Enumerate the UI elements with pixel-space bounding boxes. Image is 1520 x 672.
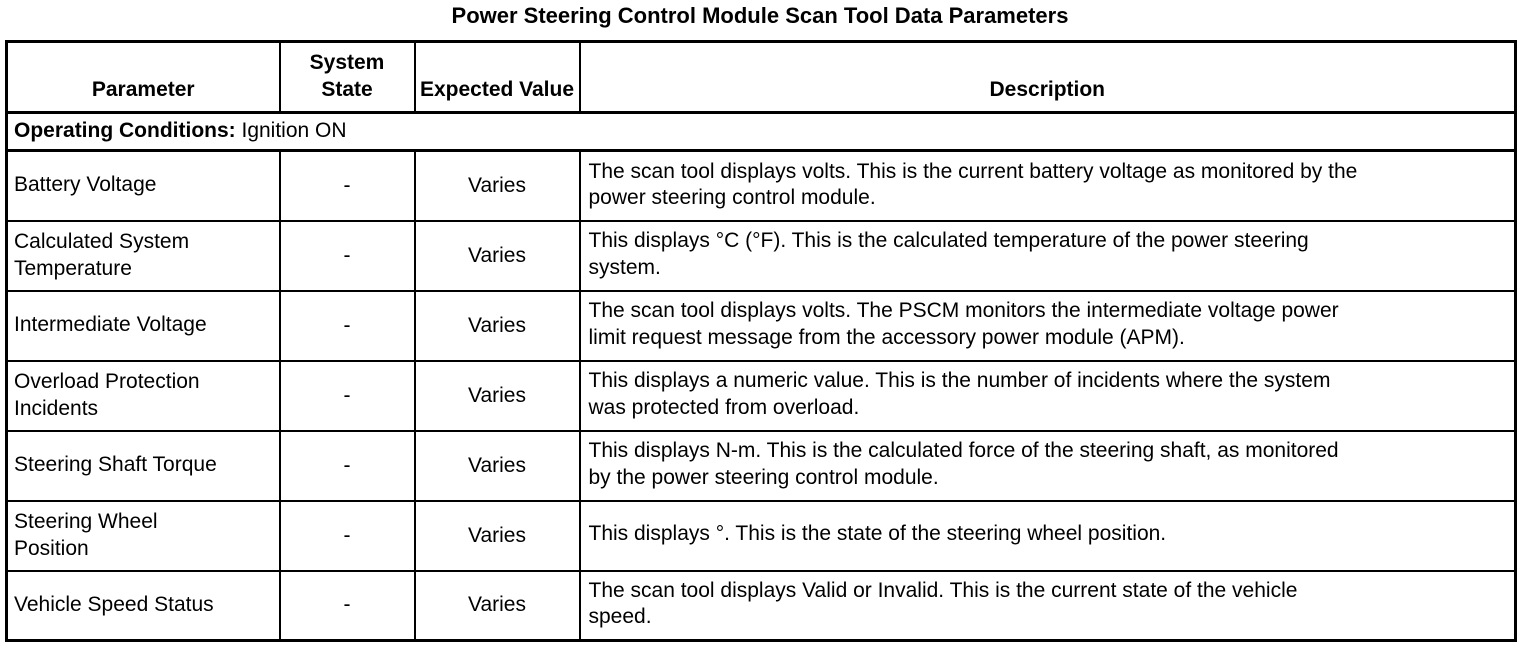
- expected-value-cell: Varies: [413, 219, 581, 292]
- description-cell: This displays N-m. This is the calculate…: [578, 429, 1517, 502]
- table-row: Vehicle Speed Status - Varies The scan t…: [5, 569, 1517, 642]
- parameter-cell: Intermediate Voltage: [5, 289, 281, 362]
- system-state-cell: -: [278, 149, 416, 222]
- system-state-cell: -: [278, 219, 416, 292]
- parameter-cell: Vehicle Speed Status: [5, 569, 281, 642]
- parameter-cell: Steering Shaft Torque: [5, 429, 281, 502]
- expected-value-cell: Varies: [413, 289, 581, 362]
- expected-value-cell: Varies: [413, 429, 581, 502]
- table-row: Overload Protection Incidents - Varies T…: [5, 359, 1517, 432]
- system-state-cell: -: [278, 289, 416, 362]
- parameter-cell: Calculated System Temperature: [5, 219, 281, 292]
- system-state-cell: -: [278, 569, 416, 642]
- table-header-row: Parameter System State Expected Value De…: [5, 40, 1517, 114]
- expected-value-cell: Varies: [413, 569, 581, 642]
- table-row: Intermediate Voltage - Varies The scan t…: [5, 289, 1517, 362]
- expected-value-cell: Varies: [413, 149, 581, 222]
- page-title: Power Steering Control Module Scan Tool …: [451, 3, 1069, 28]
- parameter-cell: Overload Protection Incidents: [5, 359, 281, 432]
- description-cell: This displays °C (°F). This is the calcu…: [578, 219, 1517, 292]
- description-cell: The scan tool displays Valid or Invalid.…: [578, 569, 1517, 642]
- expected-value-cell: Varies: [413, 359, 581, 432]
- parameter-cell: Battery Voltage: [5, 149, 281, 222]
- expected-value-cell: Varies: [413, 499, 581, 572]
- header-parameter: Parameter: [5, 40, 281, 114]
- operating-conditions-row: Operating Conditions: Ignition ON: [5, 111, 1517, 152]
- operating-conditions-label: Operating Conditions:: [14, 118, 236, 142]
- description-cell: The scan tool displays volts. This is th…: [578, 149, 1517, 222]
- description-cell: This displays °. This is the state of th…: [578, 499, 1517, 572]
- table-row: Battery Voltage - Varies The scan tool d…: [5, 149, 1517, 222]
- table-row: Steering Shaft Torque - Varies This disp…: [5, 429, 1517, 502]
- description-cell: This displays a numeric value. This is t…: [578, 359, 1517, 432]
- header-expected-value: Expected Value: [413, 40, 581, 114]
- system-state-cell: -: [278, 429, 416, 502]
- header-description: Description: [578, 40, 1517, 114]
- system-state-cell: -: [278, 499, 416, 572]
- operating-conditions-cell: Operating Conditions: Ignition ON: [5, 111, 1517, 152]
- operating-conditions-value: Ignition ON: [235, 118, 347, 142]
- table-row: Calculated System Temperature - Varies T…: [5, 219, 1517, 292]
- scan-tool-data-table: Parameter System State Expected Value De…: [5, 40, 1517, 642]
- description-cell: The scan tool displays volts. The PSCM m…: [578, 289, 1517, 362]
- system-state-cell: -: [278, 359, 416, 432]
- header-system-state: System State: [278, 40, 416, 114]
- table-row: Steering Wheel Position - Varies This di…: [5, 499, 1517, 572]
- parameter-cell: Steering Wheel Position: [5, 499, 281, 572]
